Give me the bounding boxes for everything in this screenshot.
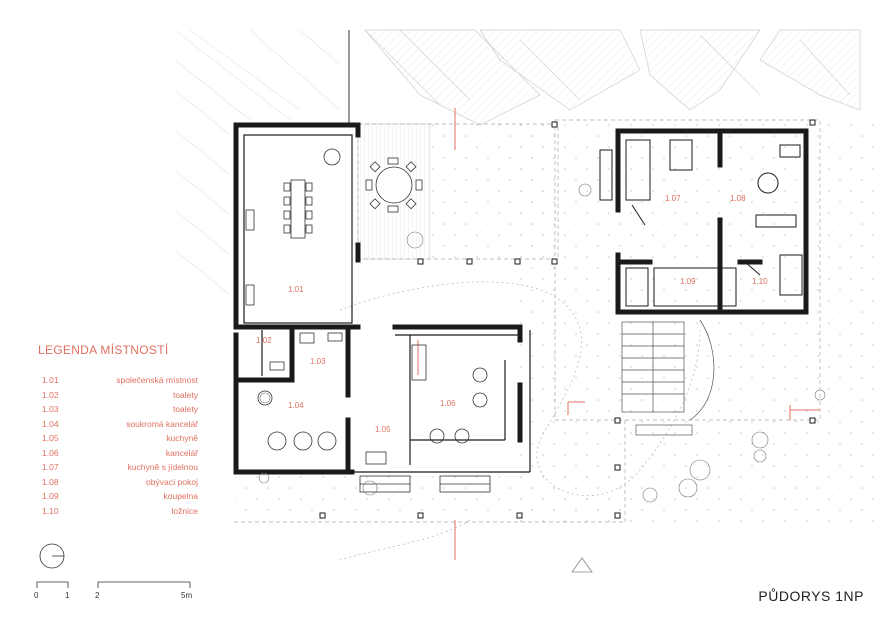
- house-walls: [615, 128, 809, 315]
- main-building-walls: [233, 122, 523, 475]
- context-lines: [174, 29, 341, 296]
- vegetation: [258, 183, 826, 503]
- terrace-table: [365, 157, 423, 213]
- scale-label-2: 2: [95, 591, 100, 600]
- path-line: [339, 281, 701, 496]
- svg-text:1.03: 1.03: [310, 357, 326, 366]
- svg-text:1.02: 1.02: [256, 336, 272, 345]
- svg-text:1.10: 1.10: [752, 277, 768, 286]
- dashed-outlines: [234, 119, 821, 523]
- scale-bar: [36, 581, 191, 588]
- svg-text:1.05: 1.05: [375, 425, 391, 434]
- svg-text:1.01: 1.01: [288, 285, 304, 294]
- scale-label-1: 1: [65, 591, 70, 600]
- main-building-inner: [243, 134, 531, 473]
- section-marks: [417, 108, 820, 560]
- room-labels: 1.01 1.02 1.03 1.04 1.05 1.06 1.07 1.08 …: [256, 194, 768, 434]
- house-inner: [599, 139, 803, 307]
- furniture-main: [245, 148, 491, 493]
- svg-text:1.04: 1.04: [288, 401, 304, 410]
- scale-label-5m: 5m: [181, 591, 193, 600]
- scale-label-0: 0: [34, 591, 39, 600]
- context-buildings: [364, 29, 861, 126]
- legend-title: LEGENDA MÍSTNOSTÍ: [38, 343, 169, 357]
- svg-text:1.08: 1.08: [730, 194, 746, 203]
- triangle-mark: [571, 557, 593, 573]
- stairs: [621, 319, 715, 436]
- svg-text:1.06: 1.06: [440, 399, 456, 408]
- posts: [319, 119, 816, 519]
- svg-text:1.09: 1.09: [680, 277, 696, 286]
- plan-title: PŮDORYS 1NP: [758, 588, 864, 604]
- compass-icon: [39, 543, 65, 569]
- svg-text:1.07: 1.07: [665, 194, 681, 203]
